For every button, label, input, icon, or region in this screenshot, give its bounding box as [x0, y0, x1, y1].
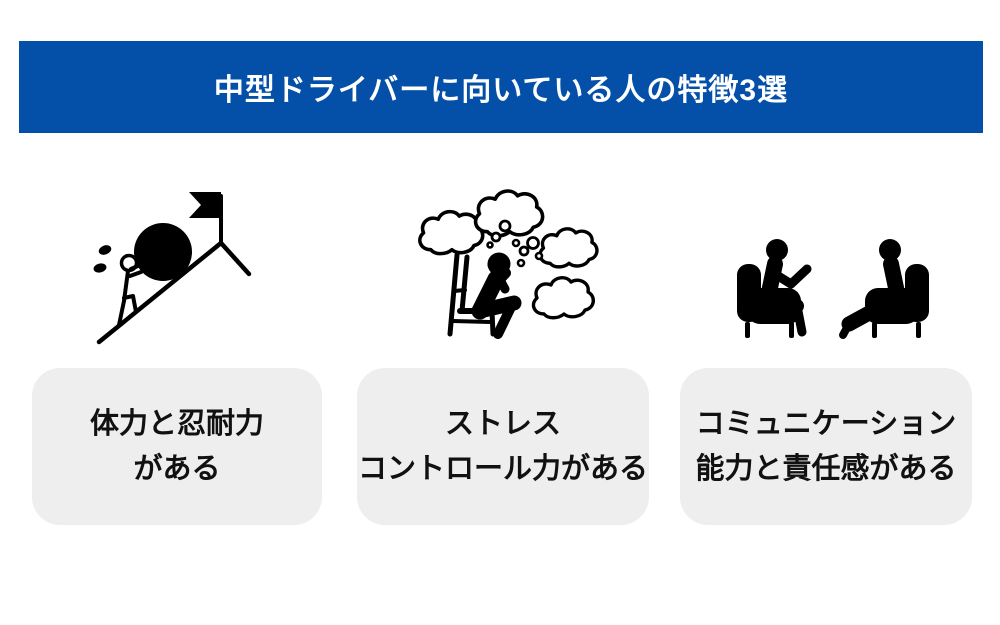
two-people-conversation-icon-svg [737, 239, 929, 339]
pushing-boulder-uphill-icon-svg [93, 192, 252, 345]
feature-card-communication: コミュニケーション 能力と責任感がある [680, 368, 972, 525]
feature-card-stamina: 体力と忍耐力 がある [32, 368, 322, 525]
stressed-person-thought-clouds-icon-svg [418, 189, 599, 339]
feature-card-stress-control-line2: コントロール力がある [357, 452, 648, 485]
header-banner: 中型ドライバーに向いている人の特徴3選 [19, 41, 983, 133]
pushing-boulder-uphill-icon [93, 186, 253, 348]
page-title: 中型ドライバーに向いている人の特徴3選 [213, 74, 789, 107]
feature-card-stamina-line1: 体力と忍耐力 [89, 407, 264, 440]
stressed-person-thought-clouds-icon [418, 189, 599, 341]
feature-card-stamina-line2: がある [133, 452, 221, 485]
feature-card-communication-line2: 能力と責任感がある [695, 452, 957, 485]
two-people-conversation-icon [733, 238, 933, 339]
feature-card-stress-control: ストレス コントロール力がある [357, 368, 649, 525]
feature-card-stress-control-line1: ストレス [444, 407, 561, 440]
feature-card-communication-line1: コミュニケーション [695, 407, 957, 440]
